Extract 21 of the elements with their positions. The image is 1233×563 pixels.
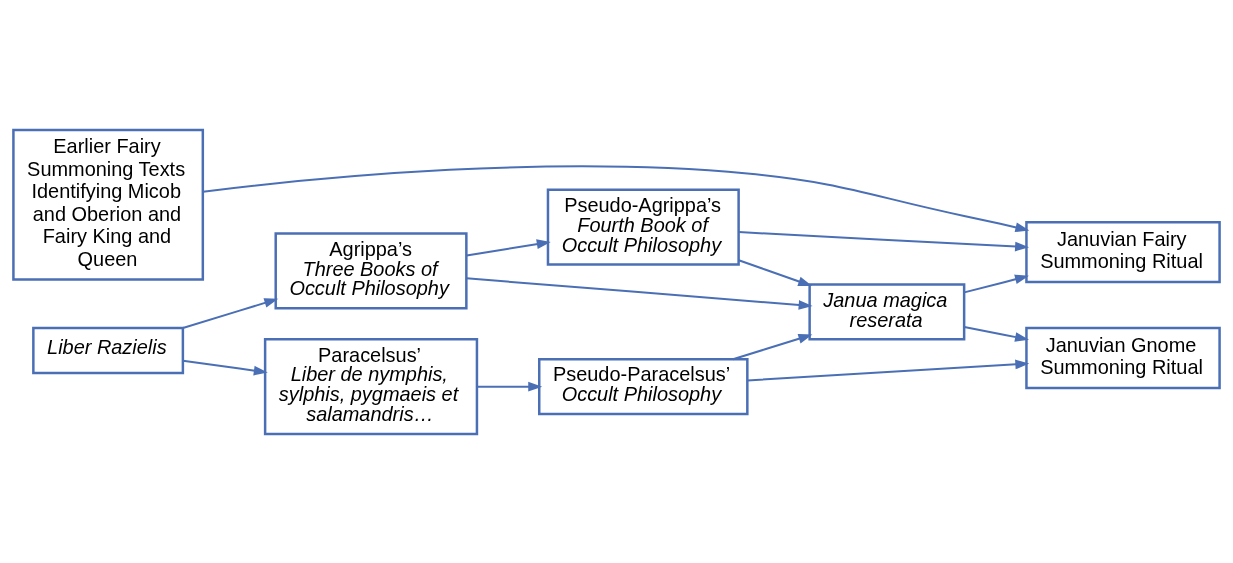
arrow (465, 276, 813, 310)
arrow (737, 258, 813, 286)
node-box: Januvian Gnome Summoning Ritual (1025, 326, 1221, 389)
arrow (963, 274, 1029, 293)
node-box: Pseudo-Agrippa’s Fourth Book of Occult Philosophy (546, 188, 740, 266)
node-box: Pseudo-Paracelsus’ Occult Philosophy (538, 357, 749, 415)
node-box: Liber Razielis (32, 326, 185, 374)
node-box: Paracelsus’ Liber de nymphis, sylphis, pygmaeis et salamandris… (263, 337, 479, 435)
node-box: Janua magica reserata (808, 282, 966, 341)
arrow (202, 164, 1030, 232)
arrow (731, 333, 813, 360)
node-box: Januvian Fairy Summoning Ritual (1025, 220, 1221, 283)
arrow (181, 297, 279, 329)
arrow (181, 359, 268, 375)
arrow (746, 359, 1030, 381)
arrow (465, 238, 551, 257)
arrow (963, 325, 1029, 342)
node-box: Earlier Fairy Summoning Texts Identifying Micob and Oberion and Fairy King and Queen (12, 128, 205, 281)
node-box: Agrippa’s Three Books of Occult Philosophy (274, 231, 468, 309)
arrow (737, 230, 1030, 251)
arrow (475, 381, 543, 392)
